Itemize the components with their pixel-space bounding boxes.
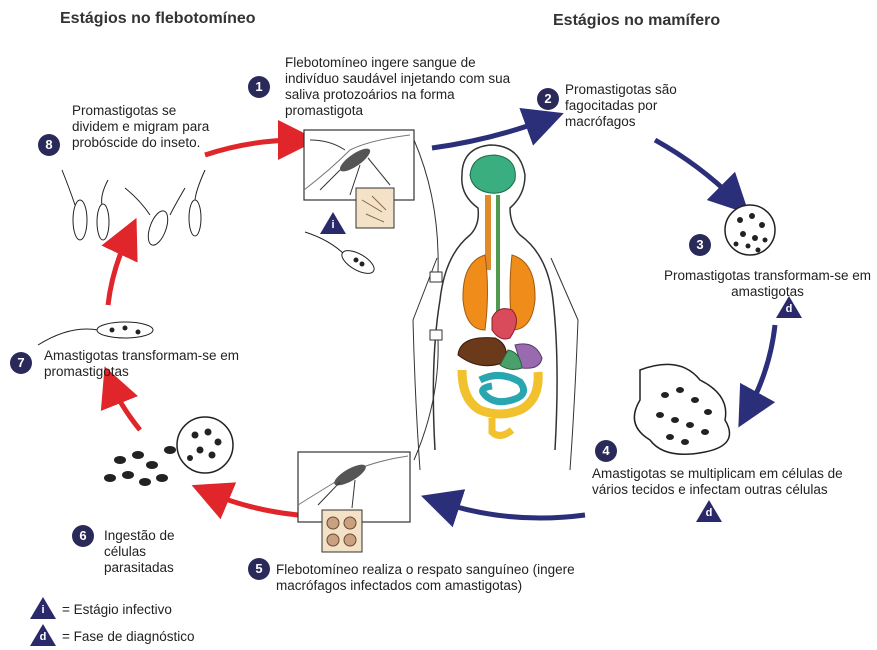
step-8-badge: 8 bbox=[38, 134, 60, 156]
diagnostic-marker-step-3: d bbox=[776, 296, 802, 318]
diagnostic-marker-step-4: d bbox=[696, 500, 722, 522]
step-8-text: Promastigotas se dividem e migram para p… bbox=[72, 103, 212, 151]
step-7-badge: 7 bbox=[10, 352, 32, 374]
step-2-text: Promastigotas são fagocitadas por macróf… bbox=[565, 82, 705, 130]
step-1-text: Flebotomíneo ingere sangue de indivíduo … bbox=[285, 55, 515, 119]
step-5-text: Flebotomíneo realiza o respato sanguíneo… bbox=[276, 562, 576, 594]
dividing-promastigotes-illustration bbox=[62, 170, 205, 248]
arrow-5-to-6 bbox=[210, 493, 298, 515]
fly-stages-heading: Estágios no flebotomíneo bbox=[60, 10, 256, 28]
macrophage-illustration bbox=[725, 205, 775, 255]
mammal-stages-heading: Estágios no mamífero bbox=[553, 12, 720, 30]
parasitized-cells-illustration bbox=[104, 417, 233, 486]
legend-infective-icon: i bbox=[30, 597, 56, 619]
promastigote-illustration bbox=[305, 232, 378, 278]
step-5-badge: 5 bbox=[248, 558, 270, 580]
arrow-6-to-7 bbox=[112, 385, 140, 430]
step-3-text: Promastigotas transformam-se em amastigo… bbox=[660, 268, 875, 300]
step-4-badge: 4 bbox=[595, 440, 617, 462]
step-4-text: Amastigotas se multiplicam em células de… bbox=[592, 466, 852, 498]
step-6-text: Ingestão de células parasitadas bbox=[104, 528, 214, 576]
infective-marker: i bbox=[320, 212, 346, 234]
step-2-badge: 2 bbox=[537, 88, 559, 110]
arrow-4-to-5 bbox=[440, 502, 585, 518]
arrow-8-to-1 bbox=[205, 140, 298, 155]
arrow-3-to-4 bbox=[748, 325, 775, 410]
infected-cell-illustration bbox=[634, 364, 729, 454]
sandfly-feeding-box-bottom bbox=[298, 452, 410, 552]
arrow-1-to-2 bbox=[432, 120, 545, 148]
human-body-illustration bbox=[413, 140, 578, 470]
legend-diagnostic-label: = Fase de diagnóstico bbox=[62, 629, 194, 644]
legend-diagnostic-icon: d bbox=[30, 624, 56, 646]
step-3-badge: 3 bbox=[689, 234, 711, 256]
step-1-badge: 1 bbox=[248, 76, 270, 98]
step-6-badge: 6 bbox=[72, 525, 94, 547]
arrow-7-to-8 bbox=[108, 236, 128, 305]
transforming-promastigote-illustration bbox=[38, 322, 153, 345]
step-7-text: Amastigotas transformam-se em promastigo… bbox=[44, 348, 249, 380]
arrow-2-to-3 bbox=[655, 140, 735, 200]
legend-infective-label: = Estágio infectivo bbox=[62, 602, 172, 617]
